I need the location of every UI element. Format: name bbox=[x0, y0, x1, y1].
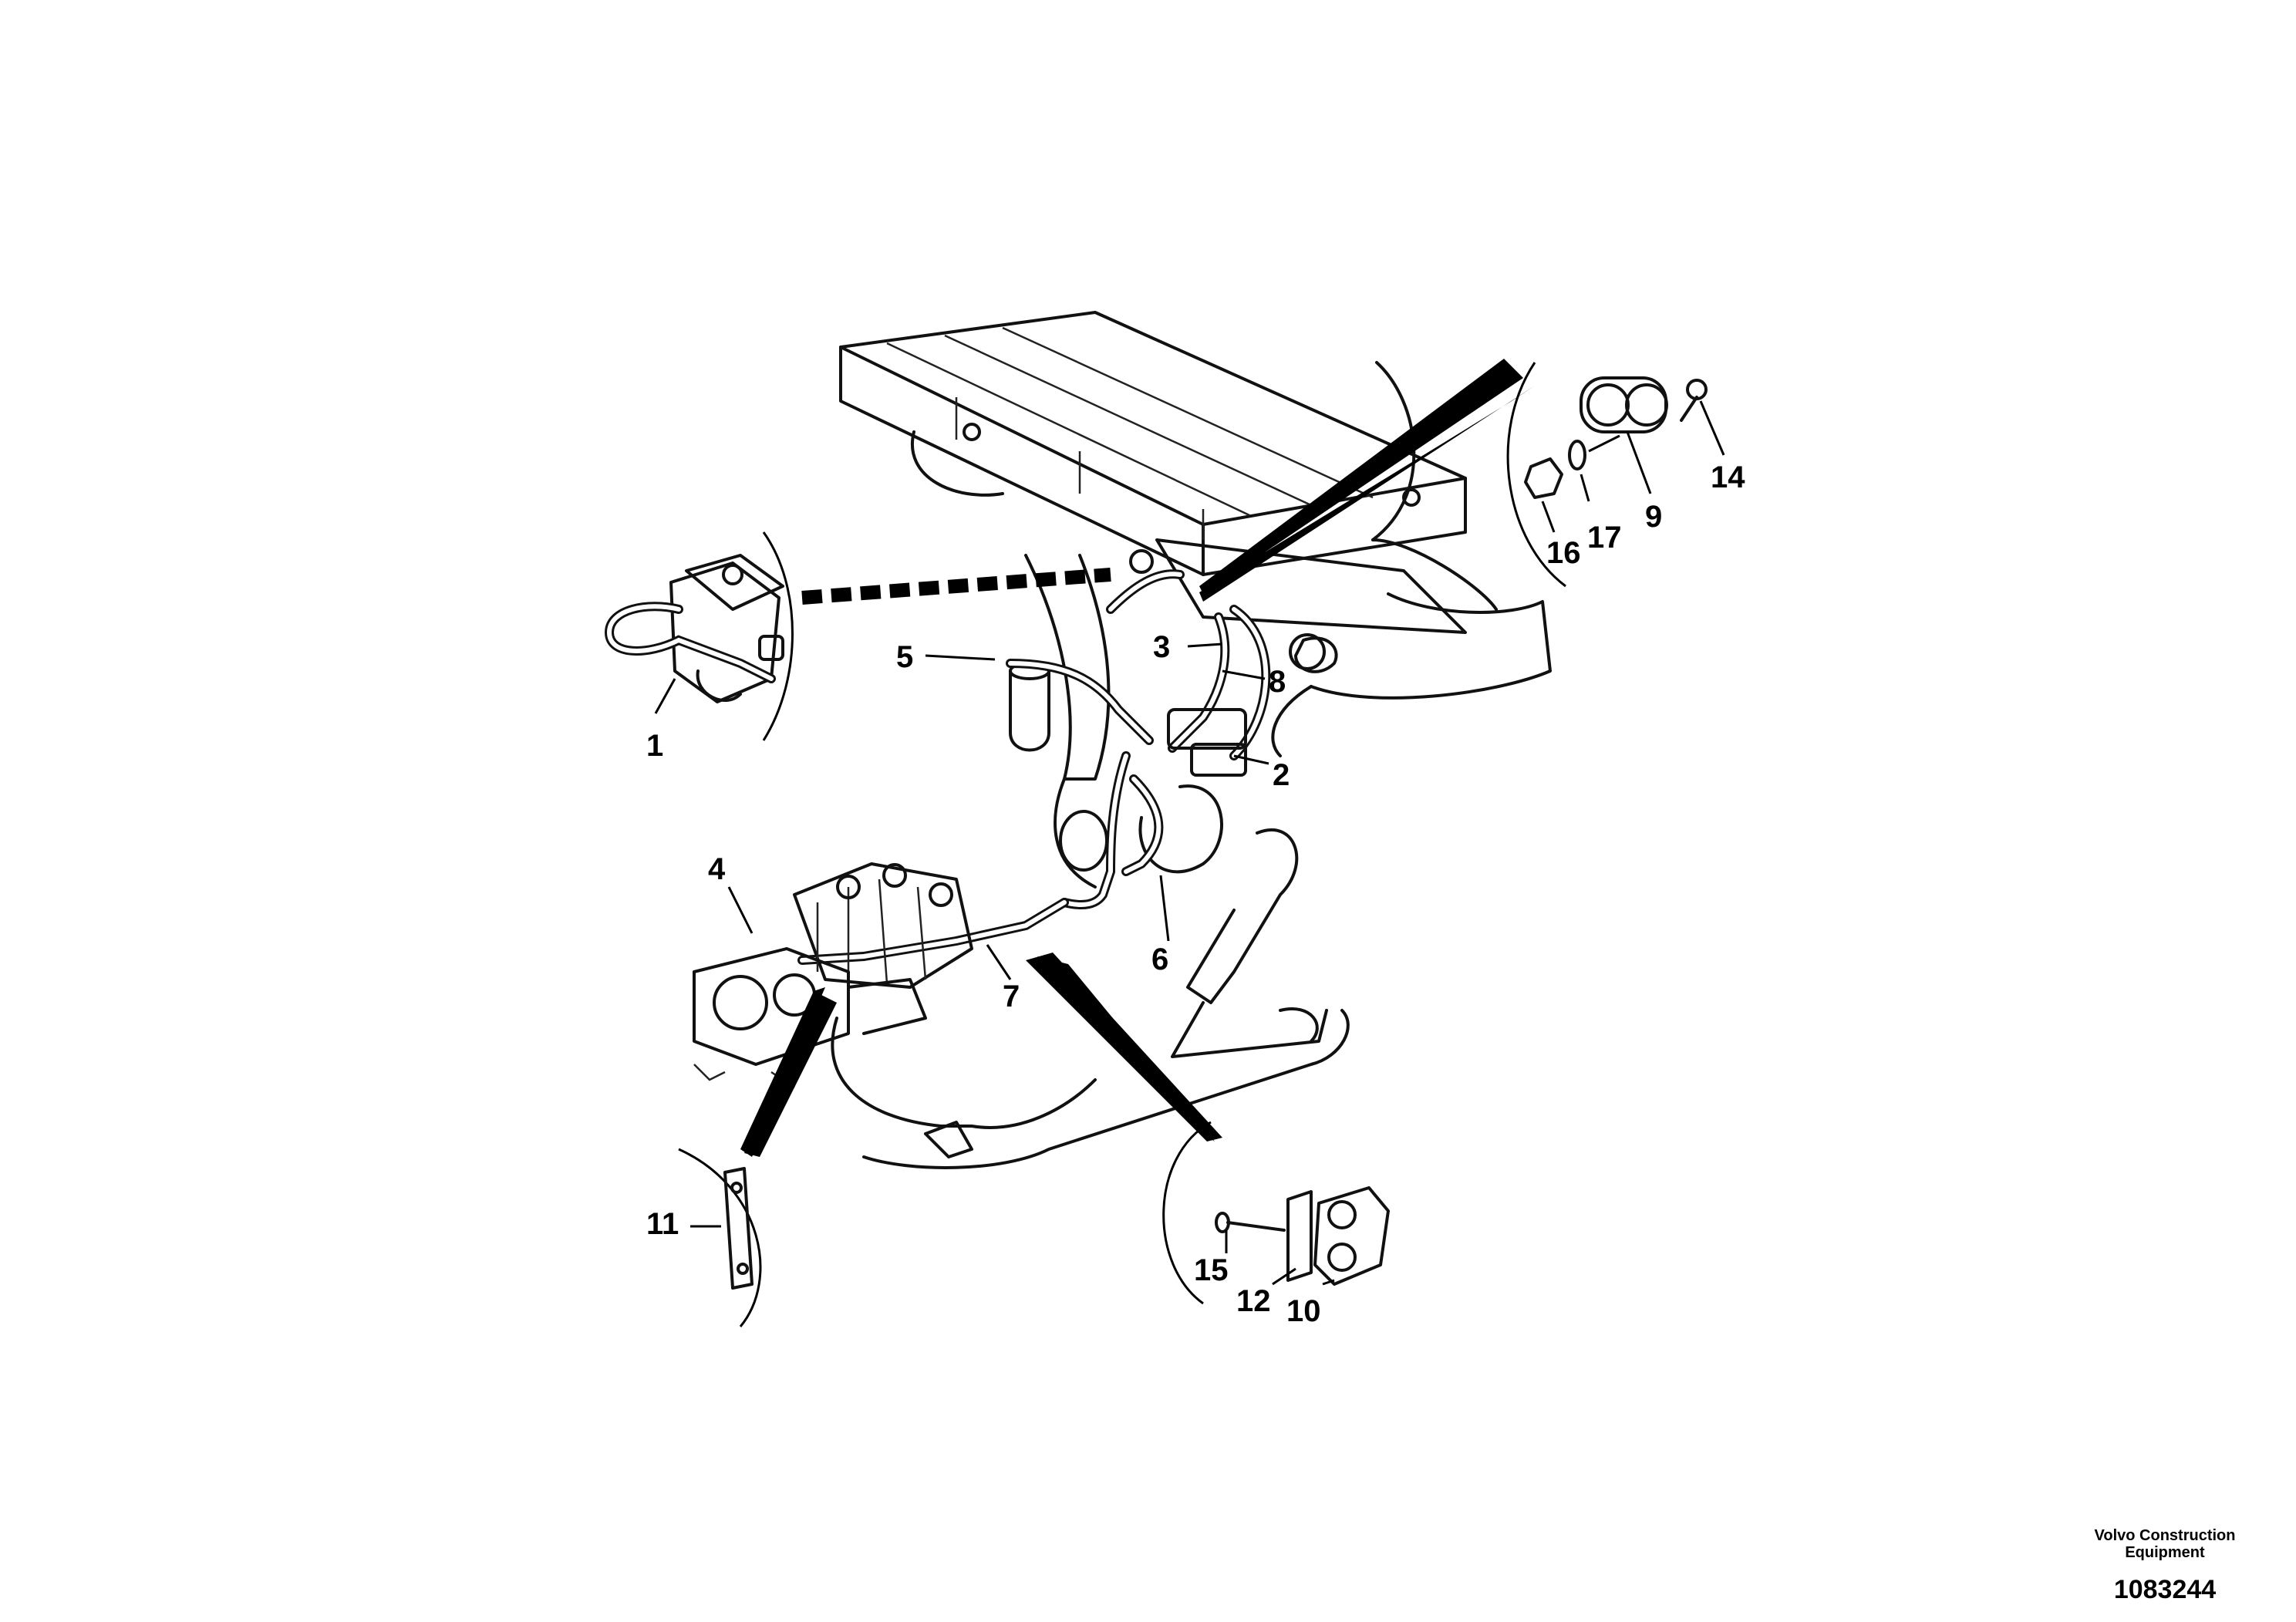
radiator-assembly bbox=[839, 311, 1498, 634]
callout-12: 12 bbox=[1236, 1284, 1271, 1318]
callout-clamp-detail bbox=[1199, 359, 1725, 602]
callout-14: 14 bbox=[1711, 460, 1745, 494]
callout-6: 6 bbox=[1151, 943, 1168, 976]
leader-lines bbox=[727, 642, 1269, 980]
callout-11: 11 bbox=[646, 1207, 679, 1241]
company-name-line2: Equipment bbox=[2125, 1544, 2205, 1561]
callout-5: 5 bbox=[896, 640, 913, 674]
callout-3: 3 bbox=[1153, 630, 1170, 664]
callout-7: 7 bbox=[1003, 980, 1020, 1013]
callout-4: 4 bbox=[708, 852, 726, 886]
callout-block-clamp-detail bbox=[1026, 953, 1390, 1305]
drawing-number: 1083244 bbox=[2113, 1575, 2217, 1604]
engine-frame bbox=[831, 361, 1552, 1169]
callout-labels: 1 2 3 4 5 6 7 8 9 10 11 12 14 15 16 17 bbox=[646, 460, 1745, 1328]
control-valve-block bbox=[693, 862, 973, 1089]
bolt-icon bbox=[1680, 379, 1708, 422]
double-clamp-icon bbox=[1313, 1186, 1390, 1286]
callout-1: 1 bbox=[646, 729, 663, 763]
bracket-icon bbox=[723, 1167, 754, 1290]
callout-bracket-detail bbox=[678, 987, 837, 1327]
hydraulic-hoses bbox=[797, 569, 1271, 965]
callout-15: 15 bbox=[1194, 1253, 1229, 1287]
company-name-line1: Volvo Construction bbox=[2094, 1527, 2236, 1544]
callout-pump-detail bbox=[604, 531, 1111, 741]
nut-icon bbox=[1524, 457, 1563, 499]
callout-16: 16 bbox=[1546, 536, 1581, 570]
washer-icon bbox=[1568, 440, 1586, 470]
callout-9: 9 bbox=[1645, 500, 1662, 534]
footer: Volvo Construction Equipment 1083244 bbox=[2065, 1527, 2265, 1605]
clamp-icon bbox=[1580, 376, 1668, 433]
callout-10: 10 bbox=[1286, 1294, 1321, 1328]
screw-icon bbox=[1215, 1212, 1286, 1233]
plate-icon bbox=[1286, 1190, 1313, 1282]
callout-17: 17 bbox=[1587, 521, 1622, 555]
callout-8: 8 bbox=[1269, 665, 1286, 699]
callout-2: 2 bbox=[1273, 758, 1290, 792]
